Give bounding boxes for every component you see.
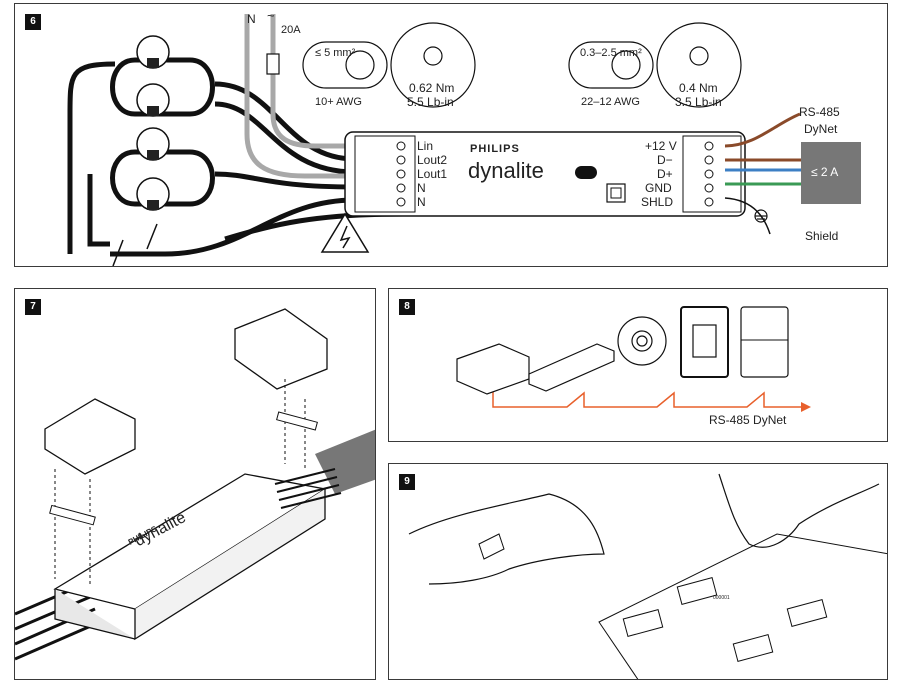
driver-thumb	[528, 343, 615, 392]
wire-strip-icon-left	[302, 41, 388, 89]
terminal-label-shld: SHLD	[641, 195, 674, 209]
dynet-cable	[801, 142, 861, 204]
wire-awg-right: 22–12 AWG	[581, 96, 640, 108]
controller-thumb	[456, 343, 530, 395]
torque-lbin-right: 3.5 Lb-in	[675, 95, 722, 109]
cable-clamp-right	[276, 411, 318, 431]
terminal-label-d-plus: D+	[657, 167, 673, 181]
barcode-label	[622, 577, 828, 662]
electrical-warning-icon	[320, 212, 370, 253]
torque-nm-right: 0.4 Nm	[679, 81, 718, 95]
wire-strip-icon-right	[568, 41, 654, 89]
terminal-label-d-minus: D−	[657, 153, 673, 167]
dynalite-logo-text: dynalite	[468, 158, 544, 183]
cover-install-diagram	[15, 308, 375, 661]
dynet-network-diagram	[456, 306, 811, 412]
terminal-label-lin: Lin	[417, 139, 434, 153]
dynalite-logo-mark	[575, 166, 597, 179]
label-sheet-diagram	[408, 473, 887, 679]
label-sheet	[598, 533, 887, 679]
panel-8-dynet: 8 RS-485 DyNet	[388, 288, 888, 442]
panel-9-labels: 9 000001	[388, 463, 888, 680]
hand-right	[718, 473, 880, 548]
earth-ground-icon	[754, 209, 768, 223]
breaker-rating: 20A	[281, 24, 301, 36]
wire-size-left: ≤ 5 mm²	[315, 47, 356, 59]
user-panel-icon-2	[740, 306, 789, 378]
neutral-label: N	[247, 12, 256, 26]
wire-size-right: 0.3–2.5 mm²	[580, 47, 642, 59]
step-number-7: 7	[25, 299, 41, 315]
wiring-diagram	[67, 14, 861, 266]
lamp-icon	[136, 35, 170, 211]
current-rating: ≤ 2 A	[811, 165, 839, 179]
controller-body	[344, 131, 746, 217]
screwdriver-torque-icon-right	[656, 22, 742, 108]
terminal-label-12v: +12 V	[645, 139, 677, 153]
user-panel-icon-1	[680, 306, 729, 378]
step-number-8: 8	[399, 299, 415, 315]
hand-left	[408, 493, 605, 585]
service-button	[606, 183, 626, 203]
step-number-9: 9	[399, 474, 415, 490]
torque-lbin-left: 5.5 Lb-in	[407, 95, 454, 109]
cable-clamp-left	[49, 504, 96, 526]
shield-label: Shield	[805, 229, 839, 243]
terminal-cover-left	[44, 398, 136, 475]
panel-7-cover-install: 7 PHILIPS dynalite	[14, 288, 376, 680]
terminal-label-n2: N	[417, 195, 426, 209]
lamp-group-bottom	[110, 149, 215, 207]
terminal-label-n1: N	[417, 181, 426, 195]
dynet-network-label: RS-485 DyNet	[709, 413, 787, 427]
step-number-6: 6	[25, 14, 41, 30]
terminal-label-lout1: Lout1	[417, 167, 448, 181]
terminal-label-lout2: Lout2	[417, 153, 448, 167]
philips-logo-text: PHILIPS	[470, 143, 520, 155]
sensor-icon	[617, 316, 667, 366]
panel-6-wiring: 6	[14, 3, 888, 267]
dynet-label: DyNet	[804, 122, 838, 136]
dynet-link-line	[492, 391, 809, 408]
label-code-text: 000001	[713, 595, 730, 601]
screwdriver-torque-icon-left	[390, 22, 476, 108]
rs485-label: RS-485	[799, 105, 840, 119]
torque-nm-left: 0.62 Nm	[409, 81, 455, 95]
lamp-group-top	[110, 57, 215, 117]
terminal-label-gnd: GND	[645, 181, 672, 195]
ac-symbol: ~	[267, 8, 275, 23]
wire-awg-left: 10+ AWG	[315, 96, 362, 108]
terminal-cover-right	[234, 308, 328, 390]
